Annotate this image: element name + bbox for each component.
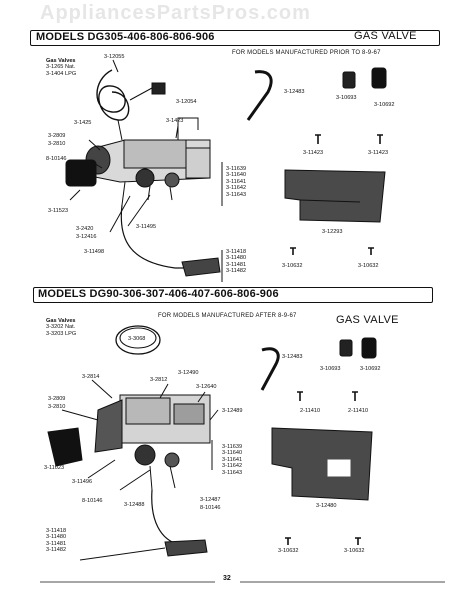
- bottom-part-2809: 3-2809: [48, 396, 66, 402]
- bottom-part-10146-b: 8-10146: [200, 505, 221, 511]
- bottom-part-10692: 3-10692: [360, 366, 381, 372]
- top-part-10692: 3-10692: [374, 102, 395, 108]
- top-gas-valves-heading: Gas Valves: [46, 58, 76, 64]
- bottom-part-12489: 3-12489: [222, 408, 243, 414]
- top-part-10632-b: 3-10632: [358, 263, 379, 269]
- bottom-pilot-part: 3-11480: [46, 534, 67, 541]
- top-part-10146: 8-10146: [46, 156, 67, 162]
- bottom-part-12488: 3-12488: [124, 502, 145, 508]
- bottom-gas-valve-nat: 3-3202 Nat.: [46, 324, 76, 331]
- top-pilot-part: 3-11482: [226, 268, 247, 275]
- bottom-part-11410-a: 2-11410: [300, 408, 321, 414]
- top-valve-part: 3-11641: [226, 178, 247, 185]
- top-part-11498: 3-11498: [84, 249, 105, 255]
- bottom-gas-valves-heading: Gas Valves: [46, 318, 76, 324]
- top-section-title: GAS VALVE: [354, 30, 417, 42]
- top-gas-valve-lpg: 3-1404 LPG: [46, 70, 77, 77]
- bottom-valve-part: 3-11639: [222, 444, 243, 450]
- bottom-part-11496: 3-11496: [72, 479, 93, 485]
- top-part-12055: 3-12055: [104, 54, 125, 60]
- top-part-11423-a: 3-11423: [303, 150, 324, 156]
- top-pilot-part: 3-11480: [226, 255, 247, 262]
- bottom-part-12487: 3-12487: [200, 497, 221, 503]
- bottom-part-10632-a: 3-10632: [278, 548, 299, 554]
- top-part-10632-a: 3-10632: [282, 263, 303, 269]
- top-part-12054: 3-12054: [176, 99, 197, 105]
- bottom-pilot-parts-list: 3-11418 3-11480 3-11481 3-11482: [46, 528, 66, 554]
- top-part-12293: 3-12293: [322, 229, 343, 235]
- bottom-valve-part: 3-11643: [222, 469, 243, 476]
- top-part-2420: 3-2420: [76, 226, 94, 232]
- bottom-part-12640: 3-12640: [196, 384, 217, 390]
- bottom-part-2810: 3-2810: [48, 404, 66, 410]
- top-pilot-part: 3-11481: [226, 261, 247, 268]
- top-part-11523: 3-11523: [48, 208, 69, 214]
- bottom-valve-part: 3-11642: [222, 463, 243, 470]
- bottom-section-title: GAS VALVE: [336, 314, 399, 326]
- top-valve-parts-list: 3-11639 3-11640 3-11641 3-11642 3-11643: [226, 166, 246, 198]
- top-valve-part: 3-11640: [226, 172, 247, 179]
- top-part-1423: 3-1423: [166, 118, 184, 124]
- top-part-12416: 3-12416: [76, 234, 97, 240]
- top-gas-valve-nat: 3-1265 Nat.: [46, 64, 76, 71]
- bottom-part-10632-b: 3-10632: [344, 548, 365, 554]
- top-pilot-part: 3-11418: [226, 249, 247, 255]
- bottom-part-10693: 3-10693: [320, 366, 341, 372]
- bottom-gas-valve-lpg: 3-3203 LPG: [46, 330, 77, 337]
- bottom-banner: [33, 287, 433, 303]
- top-part-11423-b: 3-11423: [368, 150, 389, 156]
- top-banner-title: MODELS DG305-406-806-806-906: [36, 31, 215, 43]
- top-part-11495: 3-11495: [136, 224, 157, 230]
- bottom-valve-part: 3-11641: [222, 456, 243, 463]
- top-pilot-parts-list: 3-11418 3-11480 3-11481 3-11482: [226, 249, 246, 275]
- bottom-part-11410-b: 2-11410: [348, 408, 369, 414]
- top-part-1425: 3-1425: [74, 120, 92, 126]
- bottom-gas-valves: Gas Valves 3-3202 Nat. 3-3203 LPG: [46, 318, 76, 337]
- page-number: 32: [223, 575, 231, 582]
- bottom-part-12480: 3-12480: [316, 503, 337, 509]
- bottom-banner-title: MODELS DG90-306-307-406-407-606-806-906: [38, 288, 279, 300]
- bottom-pilot-part: 3-11482: [46, 547, 67, 554]
- top-banner: [30, 30, 440, 46]
- top-part-10693: 3-10693: [336, 95, 357, 101]
- bottom-part-2814: 3-2814: [82, 374, 100, 380]
- bottom-part-11023: 3-11023: [44, 465, 65, 471]
- top-part-2810: 3-2810: [48, 141, 66, 147]
- bottom-valve-part: 3-11640: [222, 450, 243, 457]
- bottom-part-12490: 3-12490: [178, 370, 199, 376]
- top-note: FOR MODELS MANUFACTURED PRIOR TO 8-9-67: [232, 50, 381, 56]
- bottom-pilot-part: 3-11481: [46, 540, 67, 547]
- top-part-12483: 3-12483: [284, 89, 305, 95]
- bottom-part-3068: 3-3068: [128, 336, 146, 342]
- bottom-note: FOR MODELS MANUFACTURED AFTER 8-9-67: [158, 313, 297, 319]
- top-valve-part: 3-11643: [226, 191, 247, 198]
- top-valve-part: 3-11639: [226, 166, 247, 172]
- bottom-part-10146: 8-10146: [82, 498, 103, 504]
- top-part-2809: 3-2809: [48, 133, 66, 139]
- bottom-part-12483: 3-12483: [282, 354, 303, 360]
- bottom-pilot-part: 3-11418: [46, 528, 67, 534]
- watermark: AppliancesPartsPros.com: [40, 2, 311, 24]
- top-gas-valves: Gas Valves 3-1265 Nat. 3-1404 LPG: [46, 58, 76, 77]
- bottom-valve-parts-list: 3-11639 3-11640 3-11641 3-11642 3-11643: [222, 444, 242, 476]
- bottom-part-2812: 3-2812: [150, 377, 168, 383]
- top-valve-part: 3-11642: [226, 185, 247, 192]
